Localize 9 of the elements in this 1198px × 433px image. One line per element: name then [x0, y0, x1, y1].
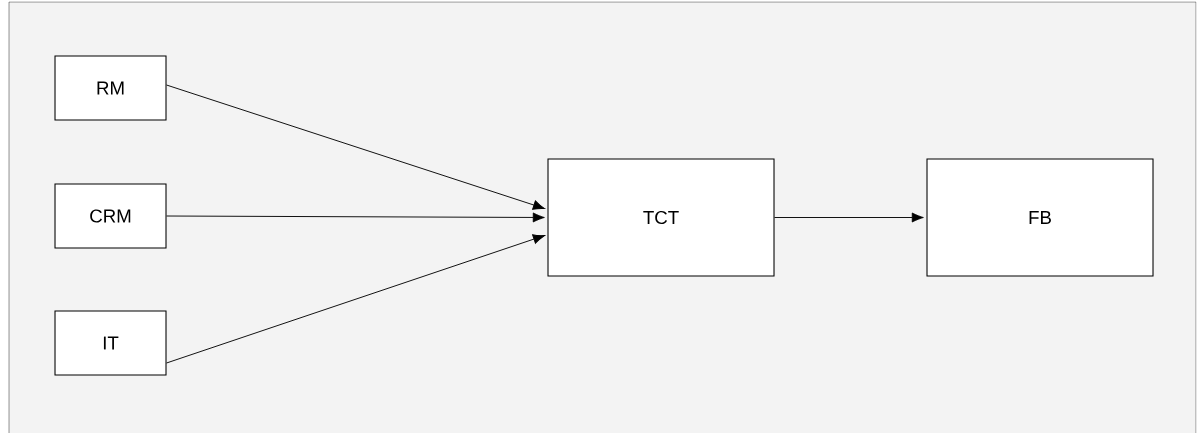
process-box: FB: [926, 158, 1154, 277]
arrow: [774, 212, 924, 223]
process-box: CRM: [54, 183, 167, 249]
arrow: [166, 234, 545, 364]
process-box: RM: [54, 55, 167, 121]
process-box: IT: [54, 310, 167, 376]
process-box: TCT: [547, 158, 775, 277]
arrow: [166, 212, 545, 223]
arrow: [166, 84, 545, 210]
